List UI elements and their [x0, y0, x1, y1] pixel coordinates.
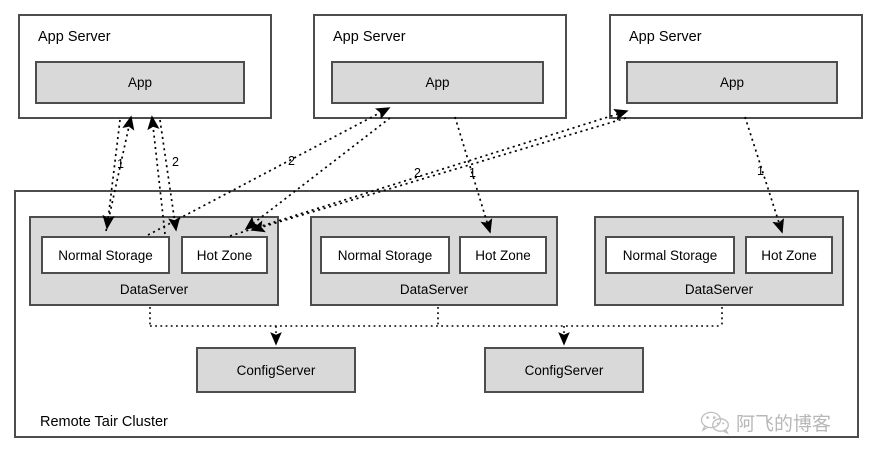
edge-label-3: 2	[288, 154, 295, 168]
config-server-box-1: ConfigServer	[196, 347, 356, 393]
config-server-box-2: ConfigServer	[484, 347, 644, 393]
app-server-title-1: App Server	[38, 29, 111, 45]
edge-label-1: 1	[117, 157, 124, 171]
edge-label-6: 1	[757, 164, 764, 178]
normal-storage-box-2: Normal Storage	[320, 236, 450, 274]
hot-zone-box-3: Hot Zone	[745, 236, 833, 274]
app-box-3: App	[626, 61, 838, 104]
data-server-label-1: DataServer	[119, 281, 189, 297]
edge-label-5: 1	[469, 166, 476, 180]
watermark-text: 阿飞的博客	[736, 413, 832, 435]
app-server-title-2: App Server	[333, 29, 406, 45]
wechat-icon	[700, 411, 729, 434]
hot-zone-box-2: Hot Zone	[459, 236, 547, 274]
app-box-1: App	[35, 61, 245, 104]
data-server-label-3: DataServer	[684, 281, 754, 297]
remote-tair-cluster-label: Remote Tair Cluster	[40, 414, 168, 430]
data-server-label-2: DataServer	[399, 281, 469, 297]
normal-storage-box-1: Normal Storage	[41, 236, 170, 274]
hot-zone-box-1: Hot Zone	[181, 236, 268, 274]
app-server-title-3: App Server	[629, 29, 702, 45]
watermark: 阿飞的博客	[700, 409, 831, 436]
edge-label-2: 2	[172, 155, 179, 169]
normal-storage-box-3: Normal Storage	[605, 236, 735, 274]
edge-label-4: 2	[414, 166, 421, 180]
app-box-2: App	[331, 61, 544, 104]
